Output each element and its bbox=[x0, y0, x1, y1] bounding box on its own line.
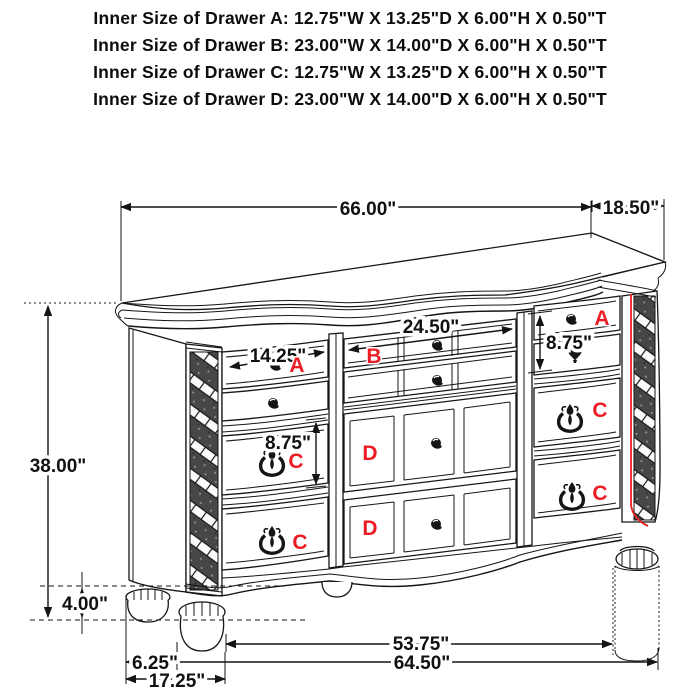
left-side-panel bbox=[128, 327, 187, 593]
drawer-c-right-top bbox=[533, 377, 621, 448]
dim-overall-height: 38.00" bbox=[24, 302, 308, 621]
svg-text:24.50": 24.50" bbox=[403, 317, 460, 338]
drawer-d-bottom bbox=[343, 478, 517, 565]
drawer-b-row-2 bbox=[343, 350, 517, 404]
spiral-column-right bbox=[597, 279, 661, 527]
drawer-letter-labels: A B A C C C C D D bbox=[287, 306, 611, 556]
label-drawer-d-top: D bbox=[362, 442, 377, 465]
spiral-column-left-texture bbox=[189, 351, 219, 591]
svg-text:64.50": 64.50" bbox=[394, 653, 451, 674]
dim-drawer-c-height: 8.75" bbox=[262, 417, 327, 489]
dim-drawer-a-height: 8.75" bbox=[527, 310, 596, 374]
svg-text:14.25": 14.25" bbox=[250, 346, 307, 367]
drawer-a-right bbox=[533, 295, 621, 341]
svg-text:38.00": 38.00" bbox=[30, 456, 87, 477]
drawer-small-left bbox=[221, 380, 329, 422]
center-foot-bump bbox=[321, 581, 353, 598]
dim-overall-width: 66.00" bbox=[120, 196, 592, 301]
svg-text:18.50": 18.50" bbox=[603, 198, 660, 219]
label-drawer-a-left: A bbox=[289, 354, 304, 377]
dresser-illustration bbox=[114, 232, 668, 662]
svg-text:66.00": 66.00" bbox=[340, 199, 397, 220]
label-drawer-c-left-bottom: C bbox=[292, 531, 307, 554]
foot-front-left bbox=[178, 601, 226, 652]
drawer-c-right-bottom bbox=[533, 449, 621, 519]
dim-foot-height: 4.00" bbox=[40, 572, 282, 634]
svg-text:8.75": 8.75" bbox=[265, 433, 311, 454]
svg-text:6.25": 6.25" bbox=[132, 653, 178, 674]
inner-size-line-d: Inner Size of Drawer D: 23.00"W X 14.00"… bbox=[93, 89, 607, 109]
spiral-column-left bbox=[185, 341, 223, 597]
label-drawer-c-right-top: C bbox=[592, 399, 607, 422]
foot-front-right bbox=[614, 545, 660, 662]
dim-drawer-b-width: 24.50" bbox=[348, 314, 513, 353]
label-drawer-c-left-top: C bbox=[288, 450, 303, 473]
dim-depth: 18.50" bbox=[591, 195, 665, 260]
center-stiles bbox=[328, 310, 533, 569]
inner-size-line-b: Inner Size of Drawer B: 23.00"W X 14.00"… bbox=[93, 35, 607, 55]
red-edge-line bbox=[630, 294, 649, 527]
inner-size-line-c: Inner Size of Drawer C: 12.75"W X 13.25"… bbox=[93, 62, 607, 82]
drawer-d-top bbox=[343, 392, 517, 493]
label-drawer-a-right: A bbox=[594, 307, 609, 330]
drawer-c-left-bottom bbox=[221, 496, 329, 571]
svg-text:8.75": 8.75" bbox=[546, 333, 592, 354]
label-drawer-d-bottom: D bbox=[362, 517, 377, 540]
dimension-annotations: 66.00" 18.50" 38.00" 4.00" bbox=[24, 195, 665, 696]
svg-text:17.25": 17.25" bbox=[149, 671, 206, 692]
inner-size-line-a: Inner Size of Drawer A: 12.75"W X 13.25"… bbox=[93, 8, 607, 28]
dim-base-span: 6.25" 64.50" bbox=[125, 598, 659, 684]
dim-foot-outer-span: 17.25" bbox=[125, 652, 226, 696]
foot-left-side bbox=[125, 588, 171, 623]
dim-drawer-a-width: 14.25" bbox=[229, 343, 325, 371]
drawer-inner-size-header: Inner Size of Drawer A: 12.75"W X 13.25"… bbox=[0, 5, 700, 113]
label-drawer-b: B bbox=[366, 345, 381, 368]
drawer-small-right bbox=[533, 333, 621, 376]
svg-text:4.00": 4.00" bbox=[62, 594, 108, 615]
label-drawer-c-right-bottom: C bbox=[592, 482, 607, 505]
spiral-column-right-texture bbox=[633, 295, 656, 521]
svg-text:53.75": 53.75" bbox=[393, 634, 450, 655]
drawer-c-left-top bbox=[221, 423, 329, 496]
dim-feet-inner-span: 53.75" bbox=[225, 568, 614, 659]
